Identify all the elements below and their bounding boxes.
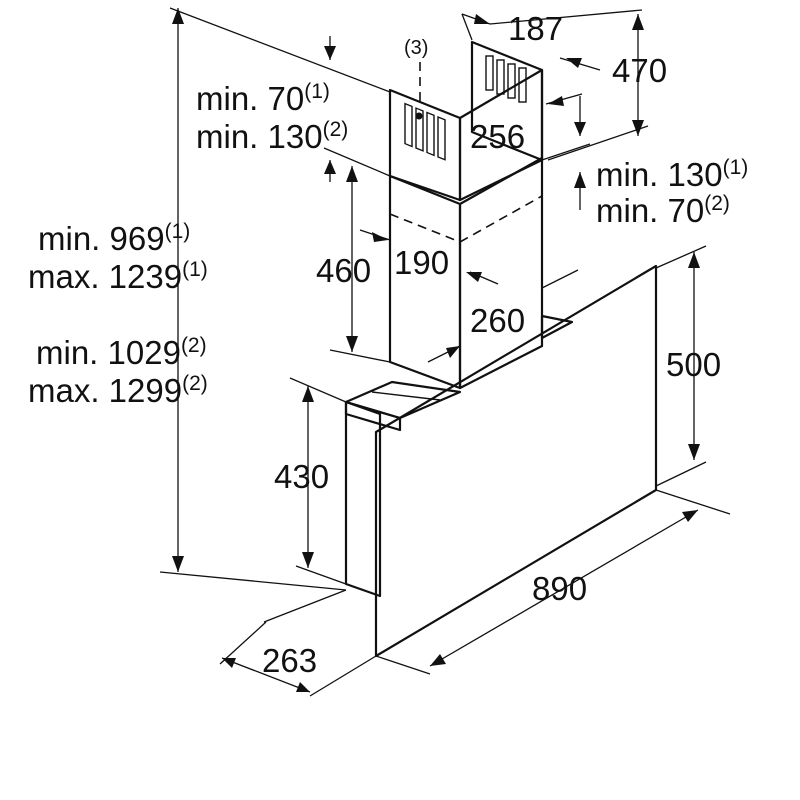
dimension-lines xyxy=(159,7,731,697)
dim-890-label: 890 xyxy=(532,570,587,607)
dim-260-label: 260 xyxy=(470,302,525,339)
top-gap-line1: min. 70(1) xyxy=(196,80,330,117)
right-gap-line2: min. 70(2) xyxy=(596,192,730,229)
dim-460-label: 460 xyxy=(316,252,371,289)
dim-263-label: 263 xyxy=(262,642,317,679)
labels: 187 470 256 460 190 260 500 430 890 263 … xyxy=(28,10,748,679)
vent-slots-left-icon xyxy=(404,102,446,161)
height-2-min-label: min. 1029(2) xyxy=(36,334,207,371)
vent-slots-right-icon xyxy=(485,55,527,103)
dim-430-label: 430 xyxy=(274,458,329,495)
right-gap-line1: min. 130(1) xyxy=(596,156,748,193)
note-3-label: (3) xyxy=(404,37,428,59)
dim-190-label: 190 xyxy=(394,244,449,281)
dim-187-label: 187 xyxy=(508,10,563,47)
height-1-min-label: min. 969(1) xyxy=(38,220,190,257)
lower-chimney xyxy=(388,156,544,390)
top-gap-line2: min. 130(2) xyxy=(196,118,348,155)
height-2-max-label: max. 1299(2) xyxy=(28,372,208,409)
dim-256-label: 256 xyxy=(470,118,525,155)
dim-470-label: 470 xyxy=(612,52,667,89)
height-1-max-label: max. 1239(1) xyxy=(28,258,208,295)
dim-500-label: 500 xyxy=(666,346,721,383)
